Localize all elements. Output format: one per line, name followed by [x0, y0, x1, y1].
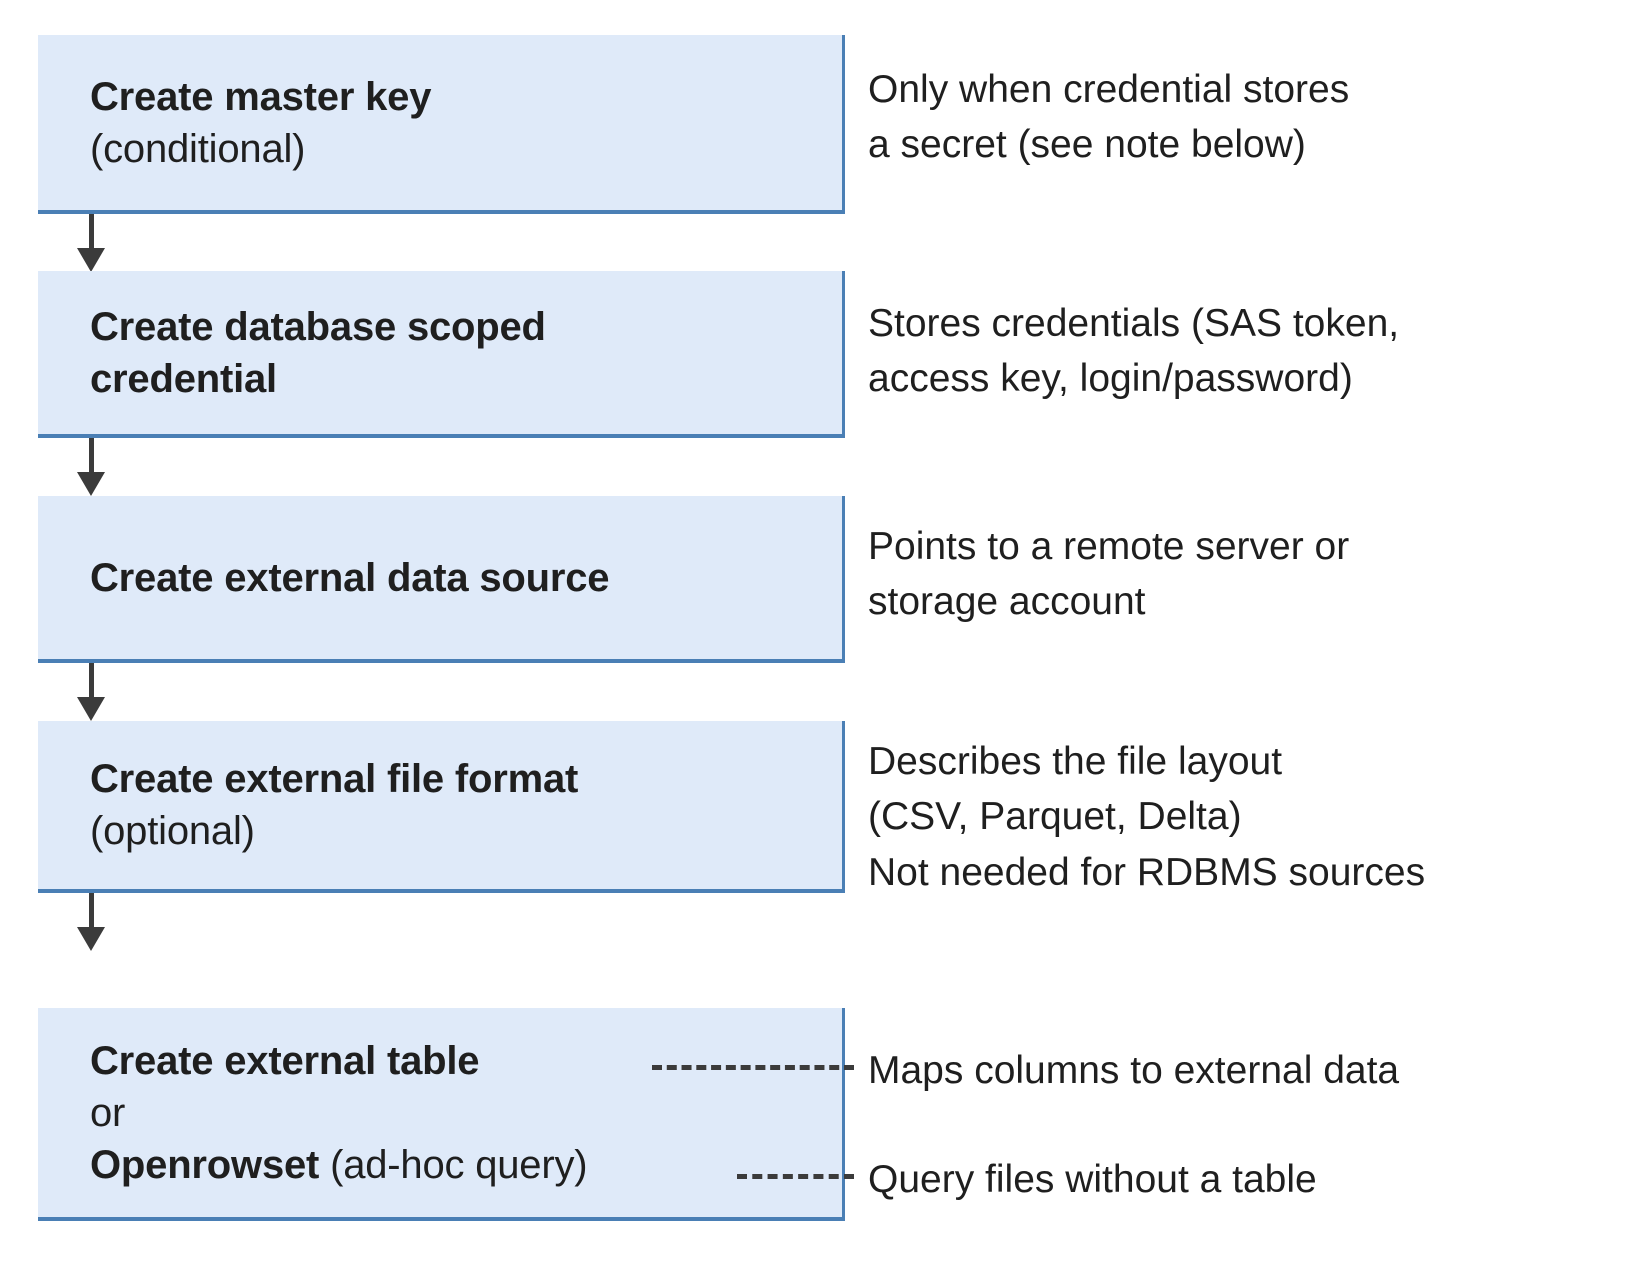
note-line: Points to a remote server or	[868, 525, 1350, 568]
step-box-create-database-scoped-credential[interactable]: Create database scoped credential	[38, 271, 845, 438]
note-create-external-file-format: Describes the file layout (CSV, Parquet,…	[868, 734, 1425, 900]
step-title: Create master key	[90, 74, 432, 119]
note-line: Not needed for RDBMS sources	[868, 850, 1426, 894]
arrow-down-icon-4	[77, 893, 105, 951]
openrowset-qualifier: (ad-hoc query)	[319, 1142, 588, 1187]
step-subtitle: (optional)	[90, 809, 255, 853]
step-box-text: Create external table or Openrowset (ad-…	[38, 1035, 842, 1191]
step-box-create-external-file-format[interactable]: Create external file format (optional)	[38, 721, 845, 893]
step-box-create-external-table-or-openrowset[interactable]: Create external table or Openrowset (ad-…	[38, 1008, 845, 1221]
step-title: Create external file format	[90, 757, 579, 801]
note-line: Maps columns to external data	[868, 1049, 1400, 1092]
note-create-master-key: Only when credential stores a secret (se…	[868, 62, 1349, 173]
note-line: Query files without a table	[868, 1158, 1317, 1201]
step-title: Create external data source	[90, 555, 610, 600]
step-title-line-1: Create database scoped	[90, 304, 546, 349]
arrow-down-icon-2	[77, 438, 105, 496]
step-option-openrowset: Openrowset (ad-hoc query)	[90, 1139, 832, 1191]
note-create-database-scoped-credential: Stores credentials (SAS token, access ke…	[868, 296, 1399, 407]
step-option-create-external-table: Create external table	[90, 1038, 480, 1083]
note-line: storage account	[868, 580, 1146, 624]
openrowset-label: Openrowset	[90, 1142, 320, 1187]
note-line: access key, login/password)	[868, 357, 1353, 401]
step-subtitle: (conditional)	[90, 126, 306, 171]
note-openrowset: Query files without a table	[868, 1152, 1317, 1207]
note-line: Only when credential stores	[868, 68, 1350, 111]
step-box-create-master-key[interactable]: Create master key (conditional)	[38, 35, 845, 214]
note-line: a secret (see note below)	[868, 123, 1306, 167]
arrow-down-icon-1	[77, 214, 105, 272]
step-box-create-external-data-source[interactable]: Create external data source	[38, 496, 845, 663]
note-create-external-data-source: Points to a remote server or storage acc…	[868, 519, 1349, 630]
step-box-text: Create database scoped credential	[38, 301, 842, 405]
step-title-line-2: credential	[90, 356, 277, 401]
note-line: Describes the file layout	[868, 740, 1283, 783]
dashed-leader-openrowset	[737, 1174, 854, 1179]
step-box-text: Create external data source	[38, 552, 842, 604]
note-create-external-table: Maps columns to external data	[868, 1043, 1399, 1098]
arrow-down-icon-3	[77, 663, 105, 721]
note-line: (CSV, Parquet, Delta)	[868, 795, 1242, 839]
step-option-separator: or	[90, 1090, 126, 1135]
step-box-text: Create external file format (optional)	[38, 753, 842, 857]
step-box-text: Create master key (conditional)	[38, 71, 842, 175]
note-line: Stores credentials (SAS token,	[868, 302, 1400, 345]
dashed-leader-external-table	[652, 1065, 854, 1070]
